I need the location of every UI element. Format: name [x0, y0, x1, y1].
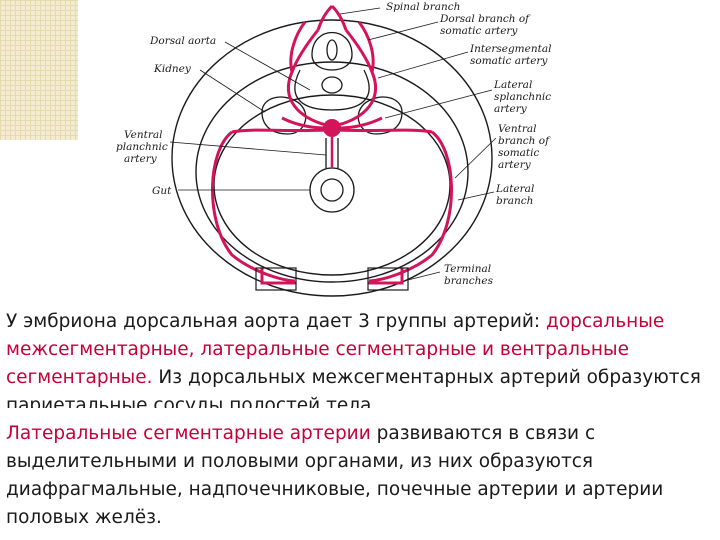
terminal-box-left [255, 267, 297, 291]
label-ventral-splanchnic-1: Ventral [124, 129, 162, 141]
kidneys [261, 96, 403, 135]
label-spinal-branch: Spinal branch [386, 1, 460, 13]
intersegmental-artery-right [337, 29, 378, 127]
leader-spinal-branch [339, 7, 381, 15]
label-ventral-branch-1: Ventral [498, 123, 536, 135]
label-lateral-splanchnic-2: splanchnic [494, 91, 551, 103]
diagram-labels: Spinal branch Dorsal branch of somatic a… [116, 1, 551, 287]
label-kidney: Kidney [153, 63, 192, 75]
dorsal-aorta [323, 119, 341, 137]
lateral-splanchnic-left [281, 116, 327, 130]
label-dorsal-branch-1: Dorsal branch of [439, 13, 531, 25]
left-body-wall-artery [211, 130, 296, 283]
terminal-box-right [367, 267, 409, 291]
p1-highlight: дорсальные межсегментарные, латеральные … [6, 311, 665, 388]
leader-ventral-splanchnic [169, 141, 327, 156]
leader-dorsal-branch [367, 21, 439, 41]
label-ventral-branch-2: branch of [498, 135, 551, 147]
spinal-branch-right [330, 4, 348, 31]
dorsal-branch-left [289, 21, 307, 73]
label-ventral-branch-4: artery [498, 159, 532, 171]
dorsal-branch-right [357, 21, 375, 73]
segmental-right [337, 128, 433, 134]
spinal-canal [326, 39, 338, 61]
kidney-left [261, 96, 307, 135]
p1-text-start: У эмбриона дорсальная аорта дает 3 групп… [6, 311, 547, 332]
outer-body-wall [171, 19, 493, 297]
intersegmental-artery-left [286, 29, 327, 127]
paragraph-2: Латеральные сегментарные артерии развива… [6, 420, 714, 532]
corner-pattern [0, 0, 78, 140]
label-lateral-branch-2: branch [496, 195, 533, 207]
paragraph-1: У эмбриона дорсальная аорта дает 3 групп… [6, 308, 714, 408]
leader-lateral-splanchnic [384, 89, 493, 119]
leader-dorsal-aorta [224, 41, 311, 91]
embryo-cross-section-diagram: Spinal branch Dorsal branch of somatic a… [116, 1, 551, 297]
neural-region [294, 31, 370, 111]
leader-ventral-branch [454, 137, 497, 179]
notochord [321, 76, 343, 94]
label-terminal-branches-2: branches [444, 275, 494, 287]
label-ventral-branch-3: somatic [498, 147, 540, 159]
label-dorsal-branch-2: somatic artery [440, 25, 518, 37]
inner-body-wall [195, 61, 469, 283]
leader-kidney [199, 69, 266, 113]
aortic-system [231, 4, 433, 134]
label-lateral-branch-1: Lateral [495, 183, 534, 195]
lateral-splanchnic-right [337, 116, 383, 130]
label-lateral-splanchnic-1: Lateral [493, 79, 532, 91]
label-intersegmental-1: Intersegmental [469, 43, 551, 55]
gut-inner [320, 178, 344, 202]
segmental-left [231, 128, 327, 134]
leader-lines [169, 7, 497, 281]
terminal-branch-right [368, 268, 404, 285]
body-wall-arteries [211, 130, 453, 285]
p2-highlight: Латеральные сегментарные артерии [6, 423, 371, 444]
label-ventral-splanchnic-3: artery [124, 153, 158, 165]
p1-text-end: Из дорсальных межсегментарных артерий об… [6, 367, 701, 408]
label-ventral-splanchnic-2: planchnic [116, 141, 168, 153]
leader-terminal-branches [407, 271, 441, 281]
right-body-wall-artery [368, 130, 453, 283]
terminal-branch-left [260, 268, 296, 285]
gut-outer [309, 167, 355, 213]
leader-lateral-branch [457, 191, 495, 201]
spinal-branch-left [316, 4, 334, 31]
leader-intersegmental [377, 51, 469, 79]
terminal-branch-outlines [255, 267, 409, 291]
p2-text: развиваются в связи с выделительными и п… [6, 423, 664, 528]
label-lateral-splanchnic-3: artery [494, 103, 528, 115]
label-intersegmental-2: somatic artery [470, 55, 548, 67]
neural-tube [311, 31, 353, 71]
label-dorsal-aorta: Dorsal aorta [149, 35, 216, 47]
label-terminal-branches-1: Terminal [444, 263, 491, 275]
label-gut: Gut [152, 185, 172, 197]
kidney-right [357, 96, 403, 135]
vertebra-outline [294, 69, 370, 111]
